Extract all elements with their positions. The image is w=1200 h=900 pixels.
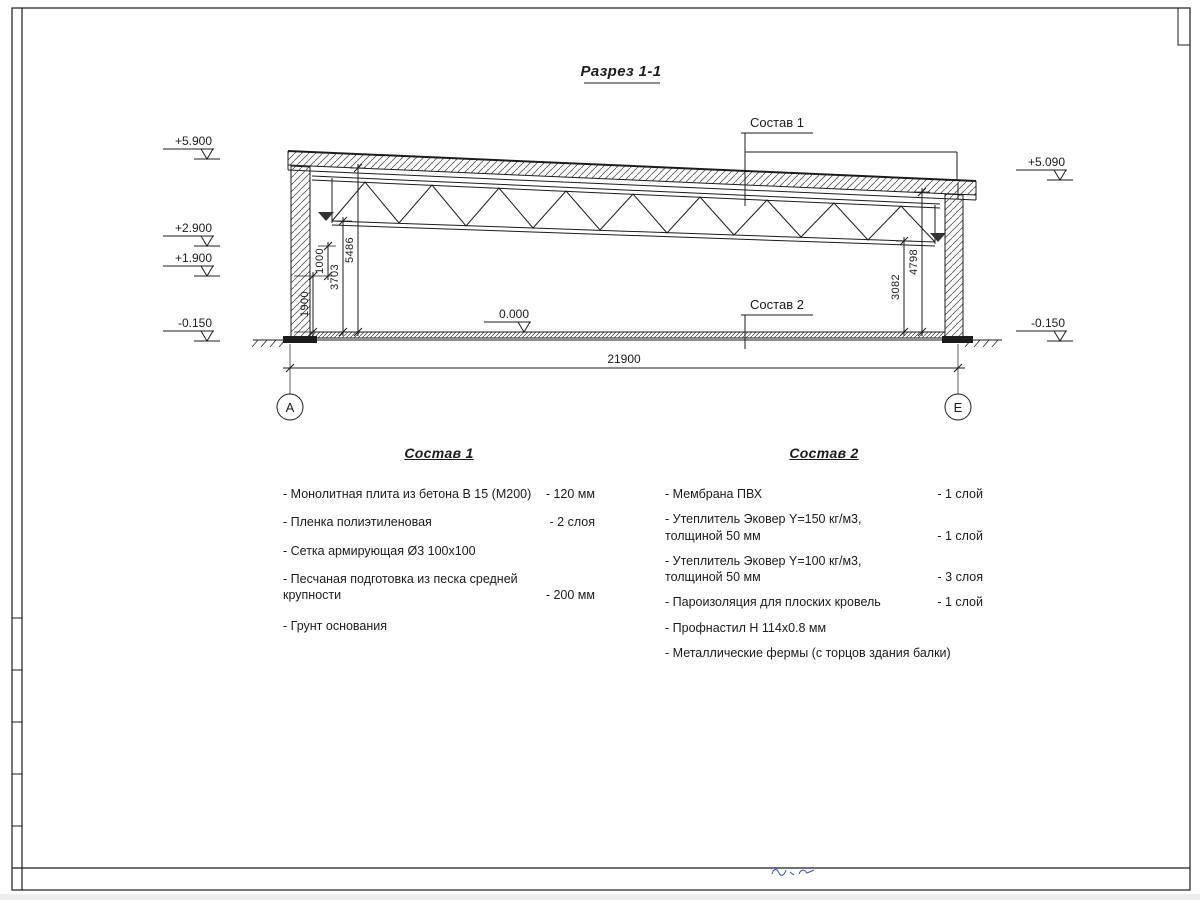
left-truss-support: [318, 212, 334, 221]
axis-bubble-left: А: [276, 393, 304, 421]
material-name: - Монолитная плита из бетона В 15 (М200): [283, 487, 532, 502]
left-foundation: [283, 336, 317, 343]
dim-label: 4798: [908, 249, 920, 275]
elevation-label: +5.900: [175, 134, 212, 148]
material-row: - Пленка полиэтиленовая - 2 слоя: [283, 514, 595, 530]
material-row: - Пароизоляция для плоских кровель - 1 с…: [665, 594, 983, 610]
composition-1-heading: Состав 1: [404, 445, 474, 461]
right-truss-support: [930, 233, 946, 242]
dim-label: 5486: [344, 237, 356, 263]
material-name: - Песчаная подготовка из песка средней к…: [283, 571, 518, 603]
material-name: - Пароизоляция для плоских кровель: [665, 595, 881, 610]
elevation-mark-minus0150-right: -0.150: [1016, 316, 1073, 342]
right-wall: [944, 193, 964, 339]
material-name: - Грунт основания: [283, 619, 388, 634]
material-quantity: - 3 слоя: [937, 570, 983, 585]
dimensions-right: 3082 4798: [890, 187, 930, 337]
material-quantity: - 120 мм: [545, 487, 595, 502]
material-name: - Пленка полиэтиленовая: [283, 515, 432, 530]
material-row: - Мембрана ПВХ - 1 слой: [665, 486, 983, 502]
elevation-mark-zero: 0.000: [484, 307, 531, 333]
material-row: - Утеплитель Эковер Y=100 кг/м3, толщино…: [665, 553, 983, 586]
section-title: Разрез 1-1: [580, 63, 661, 80]
dim-label: 21900: [607, 352, 641, 366]
material-name: - Профнастил Н 114х0.8 мм: [665, 620, 827, 635]
material-name: - Металлические фермы (с торцов здания б…: [665, 645, 951, 660]
sheet-bottom-edge: [0, 894, 1200, 900]
title-block-side-cells: [12, 617, 22, 827]
dimensions-left: 1900 1000 3703 5486: [294, 163, 366, 337]
leader-label: Состав 2: [750, 297, 804, 312]
elevation-mark-plus1900: +1.900: [163, 251, 220, 277]
material-name: - Утеплитель Эковер Y=100 кг/м3, толщино…: [665, 553, 862, 585]
material-row: - Профнастил Н 114х0.8 мм: [665, 620, 983, 636]
material-row: - Сетка армирующая Ø3 100х100: [283, 543, 595, 559]
elevation-label: +2.900: [175, 221, 212, 235]
material-row: - Металлические фермы (с торцов здания б…: [665, 645, 983, 661]
leader-sostav2: Состав 2: [741, 297, 813, 349]
roof-assembly: [287, 150, 977, 201]
dim-label: 3703: [329, 264, 341, 290]
elevation-mark-plus2900: +2.900: [163, 221, 220, 247]
material-row: - Монолитная плита из бетона В 15 (М200)…: [283, 486, 595, 502]
sheet-frame: [11, 7, 1191, 891]
material-name: - Сетка армирующая Ø3 100х100: [283, 543, 476, 558]
axis-label: А: [286, 400, 295, 415]
dim-label: 3082: [890, 274, 902, 300]
leader-sostav1: Состав 1: [741, 115, 958, 206]
material-row: - Утеплитель Эковер Y=150 кг/м3, толщино…: [665, 511, 983, 544]
elevation-label: -0.150: [1031, 316, 1065, 330]
composition-2-list: Состав 2 - Мембрана ПВХ - 1 слой - Утепл…: [665, 444, 983, 670]
axis-label: Е: [954, 400, 963, 415]
elevation-mark-plus5900: +5.900: [163, 134, 220, 160]
right-foundation: [942, 336, 973, 343]
material-quantity: - 2 слоя: [549, 515, 595, 530]
material-quantity: - 1 слой: [937, 528, 983, 543]
material-name: - Мембрана ПВХ: [665, 487, 763, 502]
dim-label: 1000: [314, 248, 326, 274]
elevation-mark-minus0150-left: -0.150: [163, 316, 220, 342]
material-quantity: - 1 слой: [937, 595, 983, 610]
material-row: - Песчаная подготовка из песка средней к…: [283, 571, 595, 604]
elevation-label: -0.150: [178, 316, 212, 330]
material-quantity: - 200 мм: [545, 588, 595, 603]
elevation-label: +1.900: [175, 251, 212, 265]
leader-label: Состав 1: [750, 115, 804, 130]
steel-truss: [311, 175, 946, 247]
dim-label: 1900: [299, 291, 311, 317]
material-row: - Грунт основания: [283, 618, 595, 634]
material-quantity: - 1 слой: [937, 487, 983, 502]
ground-line: [251, 339, 1002, 348]
elevation-mark-plus5090: +5.090: [1016, 155, 1073, 181]
elevation-label: 0.000: [499, 307, 529, 321]
dimension-span: 21900: [283, 344, 965, 394]
material-name: - Утеплитель Эковер Y=150 кг/м3, толщино…: [665, 512, 862, 543]
signature-mark: [771, 868, 815, 876]
composition-1-list: Состав 1 - Монолитная плита из бетона В …: [283, 444, 595, 647]
drawing-title: Разрез 1-1: [580, 63, 661, 84]
composition-2-heading: Состав 2: [789, 445, 859, 461]
elevation-label: +5.090: [1028, 155, 1065, 169]
floor-slab: [309, 331, 946, 339]
axis-bubble-right: Е: [944, 393, 972, 421]
building-section: [251, 150, 1002, 348]
